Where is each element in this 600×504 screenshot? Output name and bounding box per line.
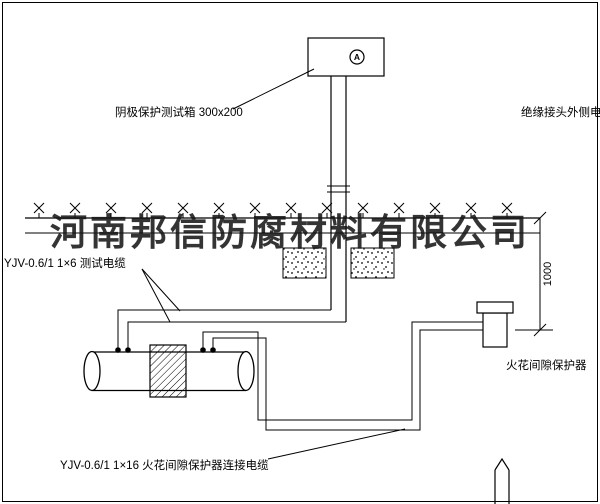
dimension-1000 bbox=[515, 211, 553, 337]
ammeter-symbol bbox=[349, 49, 365, 65]
test-cable-line-2 bbox=[127, 321, 346, 350]
cables bbox=[117, 309, 483, 431]
test-box-leader bbox=[232, 68, 315, 110]
company-watermark: 河南邦信防腐材料有限公司 bbox=[50, 210, 530, 254]
section-symbol bbox=[494, 457, 510, 504]
label-test-cable: YJV-0.6/1 1×6 测试电缆 bbox=[4, 257, 126, 270]
cable-weld-points bbox=[115, 347, 216, 353]
label-connect-cable: YJV-0.6/1 1×16 火花间隙保护器连接电缆 bbox=[60, 458, 269, 472]
test-cable-leader-1 bbox=[141, 268, 181, 312]
ground-line bbox=[25, 202, 540, 234]
leader-lines bbox=[141, 68, 406, 460]
test-cable-leader-2 bbox=[141, 268, 171, 323]
test-box bbox=[307, 37, 385, 77]
concrete-footings bbox=[282, 247, 395, 279]
spark-gap-cable-1 bbox=[202, 321, 483, 421]
spark-gap-cable-2 bbox=[212, 329, 483, 431]
dimension-text: 1000 bbox=[542, 262, 554, 286]
label-test-box: 阴极保护测试箱 300x200 bbox=[115, 105, 243, 119]
connect-cable-leader bbox=[267, 428, 406, 460]
spark-gap-protector bbox=[476, 301, 514, 348]
test-cable-line-1 bbox=[117, 309, 331, 350]
pipeline bbox=[83, 344, 255, 398]
label-spark-gap: 火花间隙保护器 bbox=[506, 358, 587, 372]
insulating-joint bbox=[149, 344, 187, 398]
ammeter-letter: A bbox=[354, 52, 360, 62]
riser-pole bbox=[327, 76, 350, 322]
label-outer-cable: 绝缘接头外侧电缆 bbox=[521, 105, 600, 119]
